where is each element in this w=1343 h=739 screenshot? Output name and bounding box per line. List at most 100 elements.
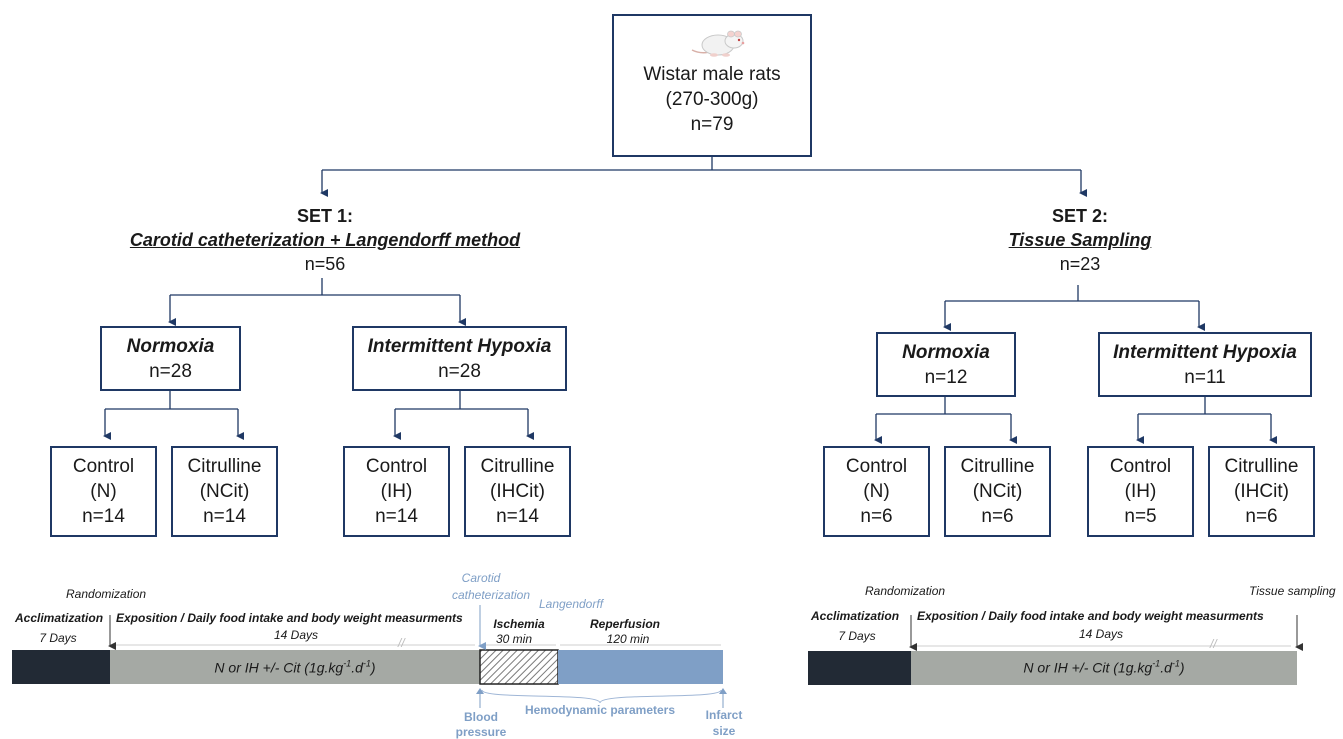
set1-ih-box: Intermittent Hypoxia n=28 [352, 326, 567, 391]
t1-pressure: pressure [455, 725, 507, 739]
t2-break-mark: // [1210, 637, 1217, 651]
leaf-n: n=14 [82, 506, 125, 527]
t1-hemodynamic: Hemodynamic parameters [524, 703, 676, 717]
leaf-n: n=14 [375, 506, 418, 527]
leaf-label: Control [72, 456, 135, 477]
set1-leaf-control-ih: Control (IH) n=14 [343, 446, 450, 537]
hemodynamic-brace [481, 689, 722, 704]
ischemia-bar [479, 649, 559, 685]
set1-ih-n: n=28 [438, 360, 481, 382]
t2-treatment-sup1: -1 [1152, 658, 1161, 669]
set2-leaf-citrulline-ihcit: Citrulline (IHCit) n=6 [1208, 446, 1315, 537]
t2-treatment-mid: .d [1160, 659, 1172, 676]
set2-normoxia-label: Normoxia [902, 341, 990, 363]
set1-leaf-citrulline-ihcit: Citrulline (IHCit) n=14 [464, 446, 571, 537]
set2-normoxia-n: n=12 [924, 366, 968, 388]
leaf-code: (NCit) [972, 481, 1023, 502]
t1-treatment-sup2: -1 [362, 658, 371, 669]
set1-leaf-control-n: Control (N) n=14 [50, 446, 157, 537]
set1-normoxia-label: Normoxia [126, 335, 215, 357]
t1-langendorff: Langendorff [538, 597, 604, 611]
root-line1: Wistar male rats [643, 64, 781, 85]
leaf-label: Citrulline [480, 456, 555, 477]
rat-icon [691, 30, 745, 57]
set2-ih-n: n=11 [1184, 366, 1226, 388]
exposure-bar-2 [911, 651, 1297, 685]
acclimatization-bar-2 [808, 651, 911, 685]
leaf-n: n=6 [981, 506, 1014, 527]
t1-break-mark: // [398, 636, 405, 650]
t1-treatment-end: ) [370, 659, 376, 676]
t1-treatment-mid: .d [351, 659, 363, 676]
t1-infarct: Infarct [705, 708, 743, 722]
root-line3: n=79 [690, 114, 734, 135]
t1-exposition: Exposition / Daily food intake and body … [116, 611, 463, 625]
set2-normoxia-box: Normoxia n=12 [876, 332, 1016, 397]
t1-treatment-text: N or IH +/- Cit (1g.kg [214, 659, 344, 676]
set2-leaf-control-n: Control (N) n=6 [823, 446, 930, 537]
t2-treatment-end: ) [1179, 659, 1185, 676]
t1-acclimatization: Acclimatization [15, 611, 104, 625]
set2-leaf-control-ih: Control (IH) n=5 [1087, 446, 1194, 537]
leaf-n: n=14 [496, 506, 539, 527]
set1-n: n=56 [304, 254, 346, 274]
t1-size: size [712, 724, 736, 738]
t1-ischemia: Ischemia [493, 617, 545, 631]
set2-subtitle: Tissue Sampling [1008, 230, 1152, 250]
set1-title: SET 1: [296, 206, 353, 226]
t1-acclim-days: 7 Days [39, 631, 77, 645]
leaf-code: (IHCit) [1234, 481, 1289, 502]
leaf-code: (NCit) [199, 481, 250, 502]
t1-reperfusion-time: 120 min [606, 632, 650, 646]
set2-title: SET 2: [1051, 206, 1108, 226]
t2-treatment: N or IH +/- Cit (1g.kg-1.d-1) [1023, 659, 1184, 676]
t1-catheterization: catheterization [451, 588, 531, 602]
leaf-code: (IH) [380, 481, 413, 502]
t1-randomization: Randomization [66, 587, 147, 601]
set1-normoxia-box: Normoxia n=28 [100, 326, 241, 391]
t2-randomization: Randomization [865, 584, 946, 598]
reperfusion-bar [558, 650, 723, 684]
t1-reperfusion: Reperfusion [589, 617, 661, 631]
leaf-code: (N) [863, 481, 890, 502]
t1-treatment-sup1: -1 [343, 658, 352, 669]
leaf-label: Citrulline [1224, 456, 1299, 477]
t2-treatment-text: N or IH +/- Cit (1g.kg [1023, 659, 1153, 676]
root-line2: (270-300g) [665, 89, 759, 110]
t2-tissue: Tissue sampling [1249, 584, 1336, 598]
leaf-code: (N) [90, 481, 117, 502]
set2-n: n=23 [1059, 254, 1101, 274]
set1-normoxia-n: n=28 [149, 360, 192, 382]
t1-ischemia-time: 30 min [495, 632, 533, 646]
set1-ih-label: Intermittent Hypoxia [367, 335, 552, 357]
t2-treatment-sup2: -1 [1171, 658, 1180, 669]
set2-leaf-citrulline-ncit: Citrulline (NCit) n=6 [944, 446, 1051, 537]
leaf-label: Citrulline [187, 456, 262, 477]
t2-acclimatization: Acclimatization [811, 609, 900, 623]
leaf-n: n=6 [1245, 506, 1278, 527]
t1-carotid: Carotid [461, 571, 501, 585]
t1-blood: Blood [464, 710, 498, 724]
leaf-n: n=14 [203, 506, 246, 527]
leaf-code: (IH) [1124, 481, 1157, 502]
leaf-code: (IHCit) [490, 481, 545, 502]
set2-label: SET 2: Tissue Sampling n=23 [980, 204, 1180, 276]
leaf-label: Control [845, 456, 908, 477]
leaf-label: Citrulline [960, 456, 1035, 477]
t2-exposition: Exposition / Daily food intake and body … [917, 609, 1264, 623]
t1-exposition-days: 14 Days [273, 628, 319, 642]
set2-ih-label: Intermittent Hypoxia [1113, 341, 1297, 363]
t2-acclim-days: 7 Days [838, 629, 876, 643]
set2-ih-box: Intermittent Hypoxia n=11 [1098, 332, 1312, 397]
t1-treatment: N or IH +/- Cit (1g.kg-1.d-1) [214, 659, 375, 676]
exposure-bar-1 [110, 650, 480, 684]
set1-subtitle: Carotid catheterization + Langendorff me… [129, 230, 521, 250]
leaf-label: Control [1109, 456, 1172, 477]
root-box: Wistar male rats (270-300g) n=79 [612, 14, 812, 157]
acclimatization-bar-1 [12, 650, 110, 684]
t2-exposition-days: 14 Days [1078, 627, 1124, 641]
set1-leaf-citrulline-ncit: Citrulline (NCit) n=14 [171, 446, 278, 537]
set1-label: SET 1: Carotid catheterization + Langend… [90, 204, 560, 276]
leaf-label: Control [365, 456, 428, 477]
